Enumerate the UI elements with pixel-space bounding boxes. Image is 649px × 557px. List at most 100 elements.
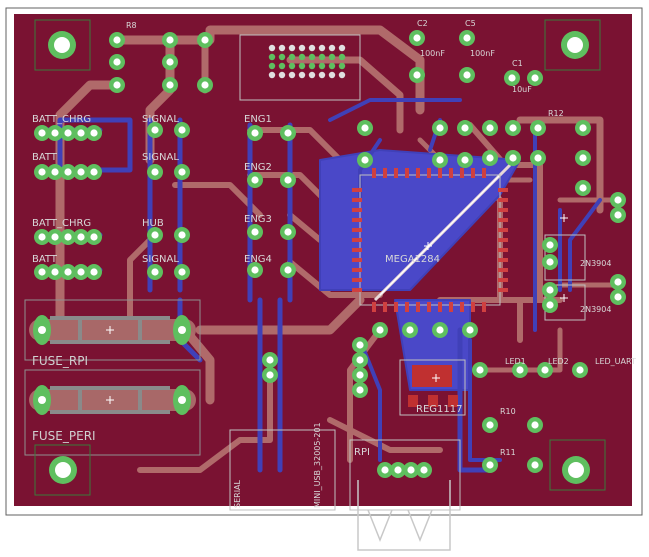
pad [86,229,102,245]
header-pin [338,53,346,61]
pad [73,164,89,180]
pad [47,229,63,245]
pad [262,352,278,368]
mcu-pin [416,302,420,312]
pad [432,322,448,338]
pad [352,352,368,368]
mcu-pin [383,168,387,178]
mount-bl-outline [34,444,91,496]
pad [147,227,163,243]
reg-outline [399,359,466,416]
mcu-pin [498,228,508,232]
usb-outline [229,429,336,511]
pad [482,150,498,166]
pad [34,164,50,180]
mount-tr-outline [544,19,601,71]
pad [47,164,63,180]
mcu-pin [352,248,362,252]
header-pin [268,53,276,61]
label-c1: C1 [512,59,523,68]
header-pin [278,53,286,61]
pad [197,32,213,48]
pad [530,120,546,136]
label-batt-2: BATT [32,254,58,265]
header-pin [328,62,336,70]
pad [147,164,163,180]
mount-br-outline [549,439,606,491]
header-pin [328,53,336,61]
mcu-pin [372,302,376,312]
pad [280,262,296,278]
header-pin [318,71,326,79]
mcu-pin-pads [352,168,508,312]
pad [247,172,263,188]
pad [352,367,368,383]
rpi-outline [349,439,461,511]
mcu-pin [471,302,475,312]
pad [457,152,473,168]
header-pin [278,71,286,79]
header-pin [308,71,316,79]
mcu-pin [416,168,420,178]
pad [537,362,553,378]
pad [505,150,521,166]
mcu-pin [405,168,409,178]
origin-markers [106,214,568,404]
pad [527,457,543,473]
mcu-pin [352,278,362,282]
pad [162,77,178,93]
pad [462,322,478,338]
mcu-pin [352,288,362,292]
header-pin-grid [268,44,346,79]
header-pin [298,71,306,79]
label-batt-chrg-1: BATT_CHRG [32,114,91,125]
pad [377,462,393,478]
label-c2-val: 100nF [420,49,445,58]
pad [482,417,498,433]
label-r10: R10 [500,407,516,416]
label-led2: LED2 [548,357,569,366]
label-led1: LED1 [505,357,526,366]
label-usb-2: SERIAL [233,479,242,508]
fuse-rpi-outline [24,299,201,361]
mcu-pin [482,302,486,312]
pad [357,120,373,136]
header-pin [278,62,286,70]
label-batt-chrg-2: BATT_CHRG [32,218,91,229]
header-pin [288,53,296,61]
label-eng-2: ENG2 [244,162,272,173]
pad [86,125,102,141]
pad [575,120,591,136]
pad [530,150,546,166]
label-hub: HUB [142,218,164,229]
pad [34,125,50,141]
header-pin [288,62,296,70]
pad [482,120,498,136]
mcu-pin [498,198,508,202]
mcu-pin [383,302,387,312]
mcu-pin [460,168,464,178]
label-c1-val: 10uF [512,85,532,94]
pad [73,125,89,141]
pad [73,264,89,280]
pad [73,229,89,245]
pad [457,120,473,136]
header-pin [268,44,276,52]
pad [432,120,448,136]
pad [432,152,448,168]
pad [352,382,368,398]
pad [357,152,373,168]
through-hole-pads [34,30,626,478]
pad [174,164,190,180]
mcu-pin [498,218,508,222]
board-outline [5,7,643,516]
label-c5: C5 [465,19,476,28]
pad [34,229,50,245]
mcu-pin [394,168,398,178]
label-c2: C2 [417,19,428,28]
mcu-pin [352,218,362,222]
label-signal-1: SIGNAL [142,114,179,125]
header-pin [268,62,276,70]
mcu-pin [498,288,508,292]
pad [147,122,163,138]
